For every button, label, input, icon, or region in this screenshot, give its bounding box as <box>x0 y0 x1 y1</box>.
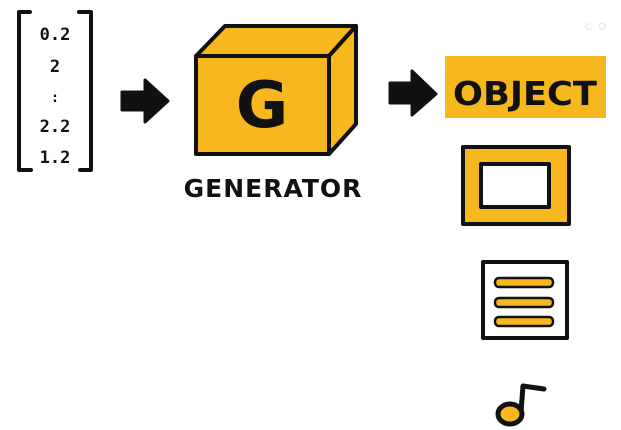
music-note-icon <box>495 383 547 427</box>
cube-front-face <box>194 54 331 156</box>
object-label: OBJECT <box>453 74 598 113</box>
object-output: OBJECT <box>445 56 606 118</box>
arrow-icon <box>120 78 170 124</box>
vector-entry: 0.2 <box>40 25 71 45</box>
right-bracket <box>77 10 93 172</box>
generator-cube: G <box>194 24 358 156</box>
text-document-icon <box>481 260 569 340</box>
watermark: © ⚙ <box>583 20 607 33</box>
left-bracket <box>17 10 33 172</box>
object-highlight <box>445 56 606 118</box>
input-vector: 0.2 2 : 2.2 1.2 <box>17 10 93 172</box>
vector-entry: 2 <box>50 57 60 77</box>
vector-entry: 2.2 <box>40 117 71 137</box>
vector-entry: 1.2 <box>40 148 71 168</box>
vector-entry: : <box>51 90 59 106</box>
generator-label: GENERATOR <box>184 174 363 203</box>
generator-letter: G <box>236 69 289 143</box>
arrow-icon <box>388 69 438 117</box>
image-icon <box>461 145 571 226</box>
